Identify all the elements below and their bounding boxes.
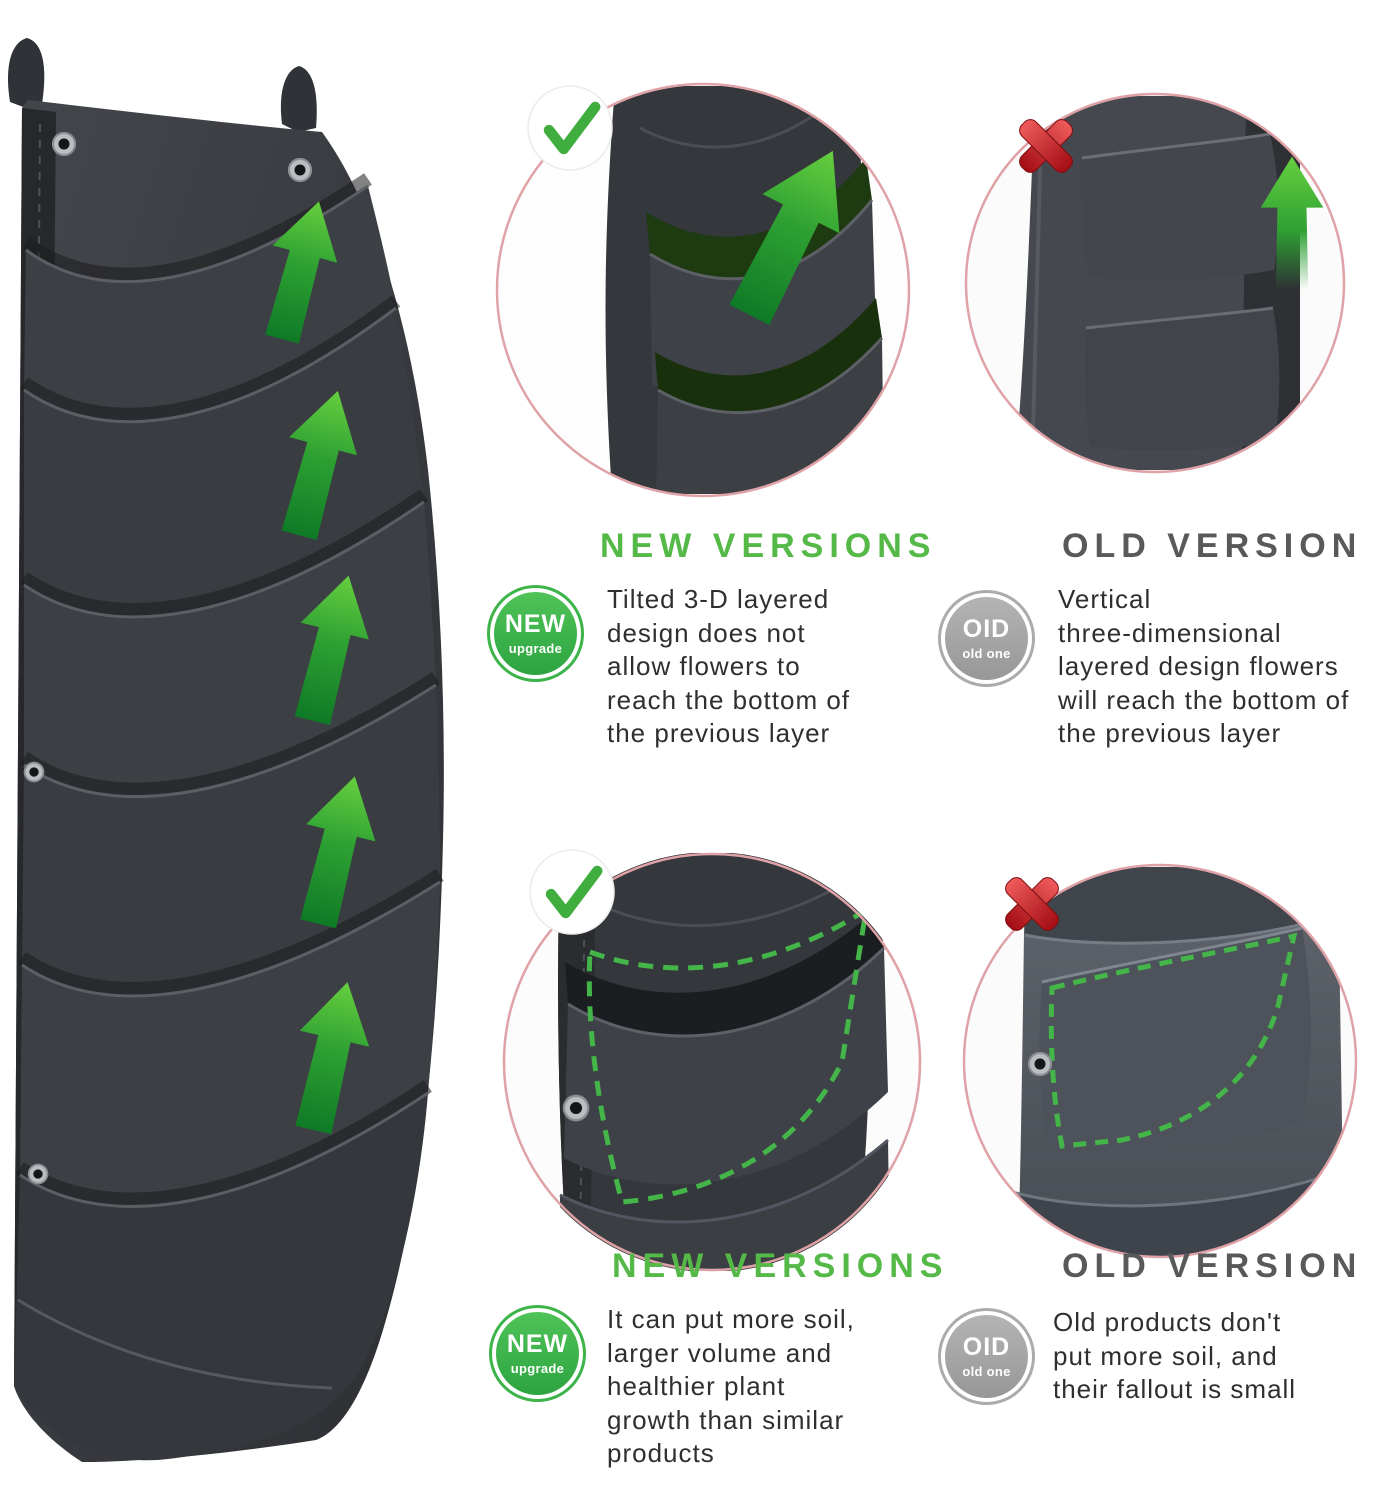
new-upgrade-badge-1: NEW upgrade xyxy=(487,585,584,682)
inset-ring xyxy=(502,852,922,1272)
inset-old-layering xyxy=(964,92,1346,474)
planter-pockets xyxy=(14,173,444,1461)
inset-old-volume xyxy=(962,863,1358,1259)
check-icon xyxy=(530,850,614,934)
planter-photo xyxy=(7,38,444,1462)
old-version-title-2: OLD VERSION xyxy=(1062,1247,1363,1285)
new-versions-title-1: NEW VERSIONS xyxy=(600,527,937,565)
badge-text-sub: old one xyxy=(962,645,1011,661)
badge-text-sub: old one xyxy=(962,1363,1011,1379)
badge-text-main: OID xyxy=(962,614,1011,643)
badge-text-sub: upgrade xyxy=(508,640,563,656)
check-icon xyxy=(528,86,612,170)
volume-outline-dashed xyxy=(1048,932,1298,1149)
old-version-description-1: Vertical three-dimensional layered desig… xyxy=(1058,584,1350,748)
inset-new-layering xyxy=(495,80,911,498)
inset-new-volume xyxy=(502,850,922,1272)
inset-ring xyxy=(962,863,1358,1259)
grommet xyxy=(561,1093,591,1123)
old-one-badge-1: OID old one xyxy=(938,590,1035,687)
volume-outline-dashed xyxy=(586,904,870,1205)
badge-text-main: OID xyxy=(962,1332,1011,1361)
grommet xyxy=(1027,1051,1053,1077)
hanging-loop xyxy=(7,38,317,132)
new-upgrade-badge-2: NEW upgrade xyxy=(489,1305,586,1402)
old-version-title-1: OLD VERSION xyxy=(1062,527,1363,565)
inset-ring xyxy=(495,82,911,498)
new-version-description-1: Tilted 3-D layered design does not allow… xyxy=(607,584,851,748)
new-version-description-2: It can put more soil, larger volume and … xyxy=(607,1304,855,1468)
old-one-badge-2: OID old one xyxy=(938,1308,1035,1405)
old-version-description-2: Old products don't put more soil, and th… xyxy=(1053,1307,1297,1404)
badge-text-main: NEW xyxy=(504,609,567,638)
badge-text-sub: upgrade xyxy=(510,1360,565,1376)
badge-text-main: NEW xyxy=(506,1329,569,1358)
inset-ring xyxy=(964,92,1346,474)
new-versions-title-2: NEW VERSIONS xyxy=(612,1247,949,1285)
